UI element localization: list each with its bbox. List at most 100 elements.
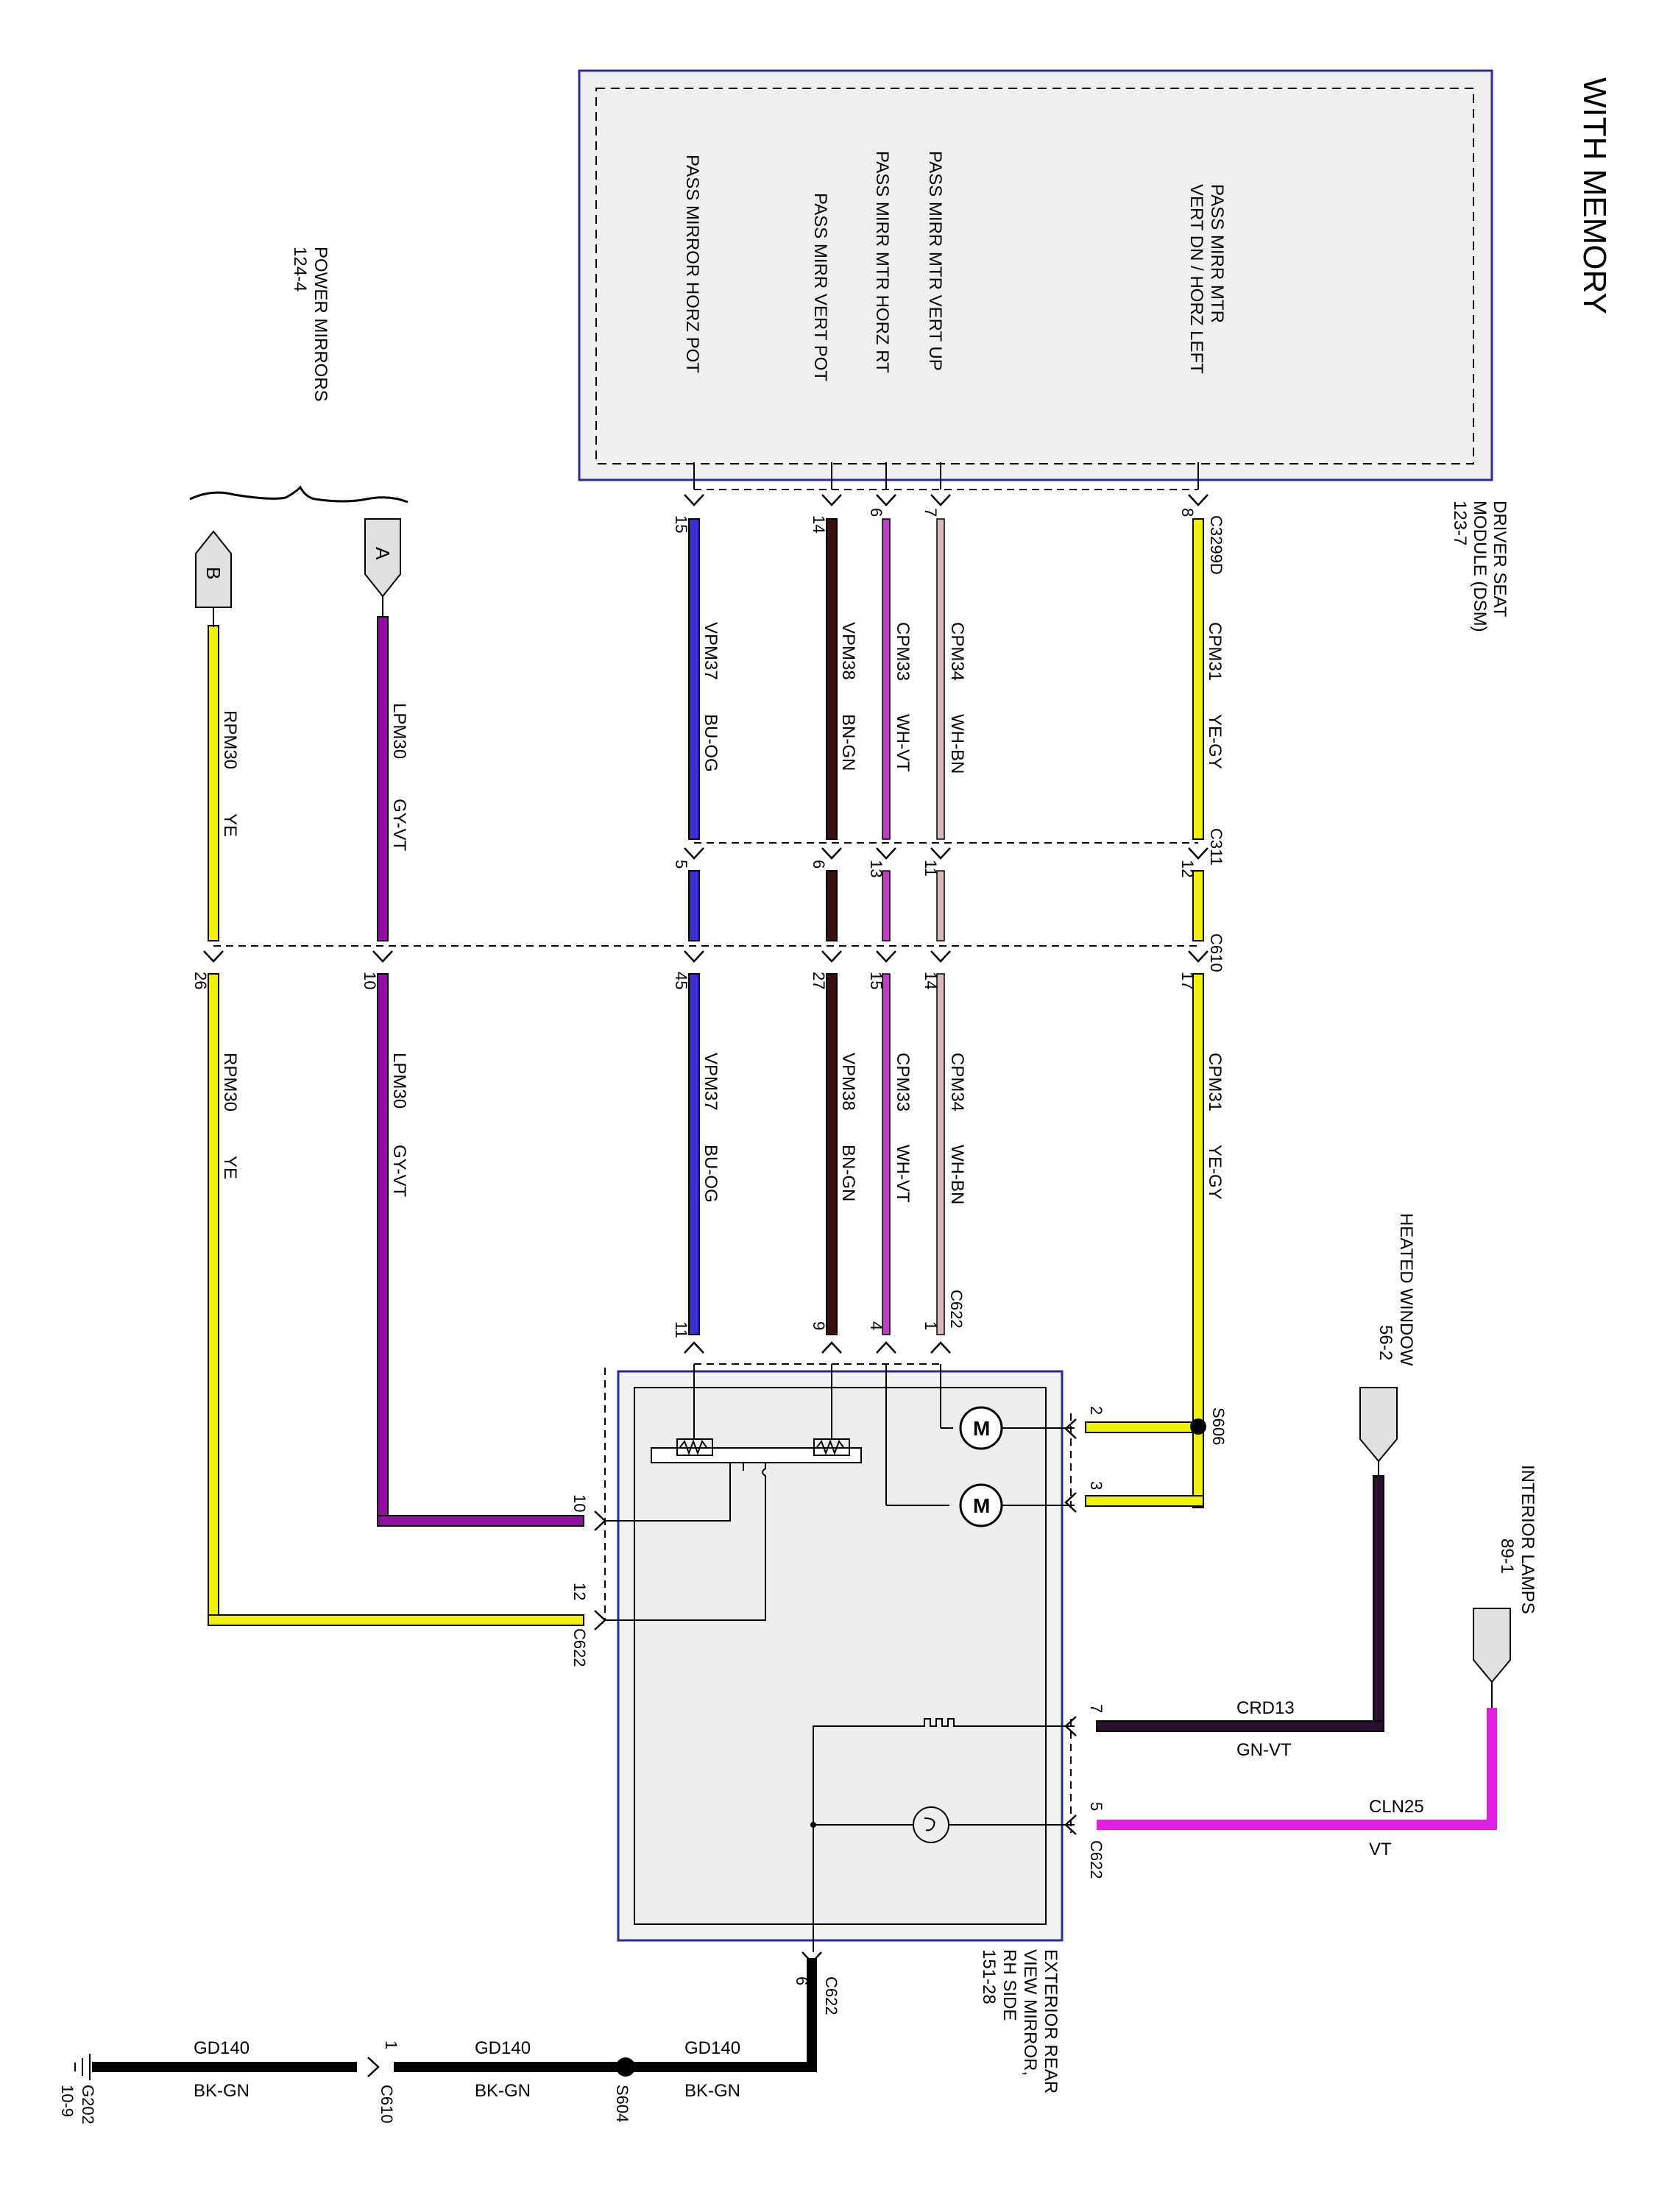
mirror-label-line2: VIEW MIRROR,	[1020, 1949, 1040, 2076]
wire-circuit-label: RPM30	[220, 1053, 240, 1112]
splice-label: S604	[613, 2085, 631, 2122]
wire-circuit-label: RPM30	[220, 710, 240, 769]
wire-circuit-label: VPM38	[838, 622, 858, 680]
pin-number: 1	[382, 2040, 400, 2049]
wire-circuit-label: GD140	[475, 2038, 531, 2058]
wire-circuit-label: CPM31	[1205, 622, 1225, 681]
pin-number: 45	[672, 972, 690, 989]
connector-label: C311	[1207, 828, 1225, 866]
wire-circuit-label: VPM37	[701, 622, 721, 680]
wire-color-label: YE	[220, 813, 240, 837]
wire-color-label: BK-GN	[684, 2081, 740, 2101]
pin-number: 6	[867, 508, 885, 517]
connector-label: C622	[570, 1628, 589, 1667]
connector-label: C610	[1207, 933, 1225, 972]
wire-color-label: YE-GY	[1205, 1145, 1225, 1200]
pin-number: 5	[1087, 1802, 1105, 1811]
pin-number: 9	[810, 1321, 828, 1330]
pin-number: 2	[1087, 1406, 1105, 1415]
wire-color-label: BN-GN	[838, 1145, 858, 1201]
dsm-label-line1: DRIVER SEAT	[1490, 501, 1510, 618]
pin-number: 14	[810, 515, 828, 533]
dsm-pin-label: PASS MIRROR HORZ POT	[682, 155, 702, 373]
pin-number: 3	[1087, 1481, 1105, 1490]
pin-number: 7	[921, 508, 940, 517]
pin-number: 10	[570, 1494, 589, 1512]
power-mirrors-reference: POWER MIRRORS 124-4 A B	[189, 247, 408, 627]
wire-circuit-label: CPM34	[947, 1053, 967, 1112]
ground-label: G202	[79, 2085, 97, 2124]
wire-circuit-label: CRD13	[1236, 1698, 1295, 1718]
wire-cpm31	[1085, 518, 1204, 1508]
wire-vpm38	[826, 518, 838, 1335]
power-mirrors-name: POWER MIRRORS	[311, 247, 330, 402]
wire-cpm33	[882, 518, 891, 1335]
wire-color-label: WH-BN	[947, 1145, 967, 1204]
heated-window-ref: 56-2	[1376, 1325, 1395, 1360]
ground-circuit: 6 C622 S604 1 C610 GD140 BK-GN GD140 BK-…	[58, 1976, 841, 2124]
wire-color-label: BU-OG	[701, 1145, 721, 1203]
pin-number: 27	[810, 972, 828, 989]
wire-cln25	[1097, 1708, 1497, 1830]
connector-label: C3299D	[1207, 515, 1225, 575]
interior-lamps-ref: 89-1	[1497, 1538, 1517, 1574]
s604-splice	[616, 2057, 635, 2077]
dsm-pin-label: VERT DN / HORZ LEFT	[1186, 184, 1206, 374]
wire-color-label: BN-GN	[838, 714, 858, 771]
wire-circuit-label: GD140	[684, 2038, 740, 2058]
wire-color-label: GN-VT	[1236, 1740, 1292, 1760]
diagram-title: WITH MEMORY	[1577, 77, 1613, 314]
dsm-pin-label: PASS MIRR MTR	[1207, 184, 1227, 323]
pin-number: 6	[793, 1976, 811, 1985]
connector-label: C622	[1087, 1840, 1105, 1879]
wire-color-label: VT	[1369, 1840, 1392, 1859]
wire-circuit-label: VPM37	[701, 1053, 721, 1111]
mirror-label-line1: EXTERIOR REAR	[1041, 1949, 1061, 2093]
wire-color-label: GY-VT	[389, 799, 409, 851]
wire-lpm30	[377, 616, 584, 1527]
connector-label: C622	[947, 1290, 966, 1329]
pin-number: 1	[921, 1321, 940, 1330]
s606-splice	[1190, 1418, 1206, 1435]
mirror-label-line3: RH SIDE	[999, 1949, 1019, 2021]
pin-number: 15	[672, 515, 690, 533]
wire-circuit-label: CPM34	[947, 622, 967, 681]
pin-number: 11	[672, 1321, 690, 1338]
ground-symbol	[74, 2054, 91, 2080]
wire-cpm34	[936, 518, 945, 1335]
dsm-ref: 123-7	[1450, 501, 1470, 545]
heated-window-reference: HEATED WINDOW 56-2 CRD13 GN-VT 7	[1087, 1213, 1416, 1760]
connector-label: C622	[822, 1976, 841, 2015]
wire-color-label: GY-VT	[389, 1145, 409, 1197]
wire-circuit-label: LPM30	[389, 1053, 409, 1109]
wire-gd140	[92, 1958, 817, 2072]
connector-a-symbol	[364, 518, 401, 598]
wire-color-label: BK-GN	[194, 2081, 250, 2101]
wire-circuit-label: VPM38	[838, 1053, 858, 1111]
dsm-pin-label: PASS MIRR MTR HORZ RT	[872, 151, 892, 373]
wire-color-label: BK-GN	[475, 2081, 531, 2101]
pin-number: 15	[867, 972, 885, 989]
driver-seat-module: DRIVER SEAT MODULE (DSM) 123-7 PASS MIRR…	[578, 69, 1510, 632]
wire-color-label: YE	[220, 1156, 240, 1179]
dsm-label-line2: MODULE (DSM)	[1470, 501, 1490, 632]
interior-lamps-name: INTERIOR LAMPS	[1518, 1465, 1538, 1614]
splice-label: S606	[1209, 1407, 1228, 1445]
wire-crd13	[1096, 1475, 1384, 1732]
wire-color-label: YE-GY	[1205, 714, 1225, 769]
wire-color-label: WH-VT	[893, 714, 913, 772]
pin-number: 12	[570, 1583, 589, 1600]
connector-b-label: B	[202, 567, 224, 579]
connector-a-label: A	[372, 547, 394, 560]
pin-number: 13	[867, 860, 885, 877]
pin-number: 8	[1178, 508, 1197, 517]
pin-number: 17	[1178, 972, 1197, 989]
interior-lamps-reference: INTERIOR LAMPS 89-1 CLN25 VT 5 C622	[1087, 1465, 1538, 1879]
wire-rpm30	[208, 625, 584, 1626]
wire-color-label: BU-OG	[701, 714, 721, 772]
mirror-ref: 151-28	[979, 1949, 999, 2004]
pin-number: 7	[1087, 1704, 1105, 1713]
wire-vpm37	[688, 518, 700, 1335]
pin-number: 26	[191, 972, 210, 989]
pin-number: 14	[921, 972, 940, 989]
